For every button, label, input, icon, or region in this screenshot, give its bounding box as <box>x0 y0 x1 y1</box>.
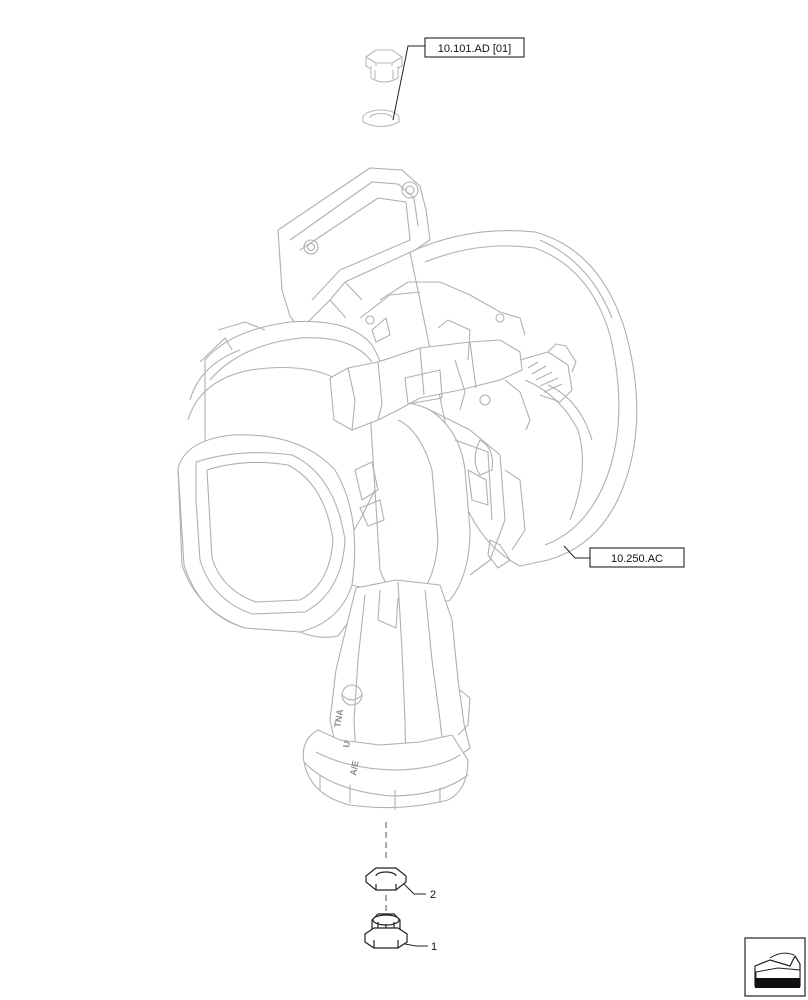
top-reference-label: 10.101.AD [01] <box>438 43 511 55</box>
callout-2-label: 2 <box>430 889 436 901</box>
top-reference-box[interactable]: 10.101.AD [01] <box>424 37 525 58</box>
casting-mark-1: TNA <box>332 708 345 728</box>
right-reference-box[interactable]: 10.250.AC <box>589 547 685 568</box>
part-2-nut <box>365 867 407 891</box>
turbocharger-body <box>177 167 638 810</box>
callout-1[interactable]: 1 <box>431 941 437 953</box>
top-plug-assembly <box>362 49 403 128</box>
callout-leaders <box>403 883 428 947</box>
right-reference-leader <box>563 545 590 559</box>
casting-marks: TNA U A/E <box>332 708 360 776</box>
top-reference-leader <box>392 45 425 121</box>
casting-mark-2: U <box>341 740 352 748</box>
casting-mark-3: A/E <box>348 760 360 777</box>
right-reference-label: 10.250.AC <box>611 553 663 565</box>
callout-2[interactable]: 2 <box>430 889 436 901</box>
part-1-plug <box>363 913 409 949</box>
callout-1-label: 1 <box>431 941 437 953</box>
page-turn-icon[interactable] <box>744 937 806 997</box>
